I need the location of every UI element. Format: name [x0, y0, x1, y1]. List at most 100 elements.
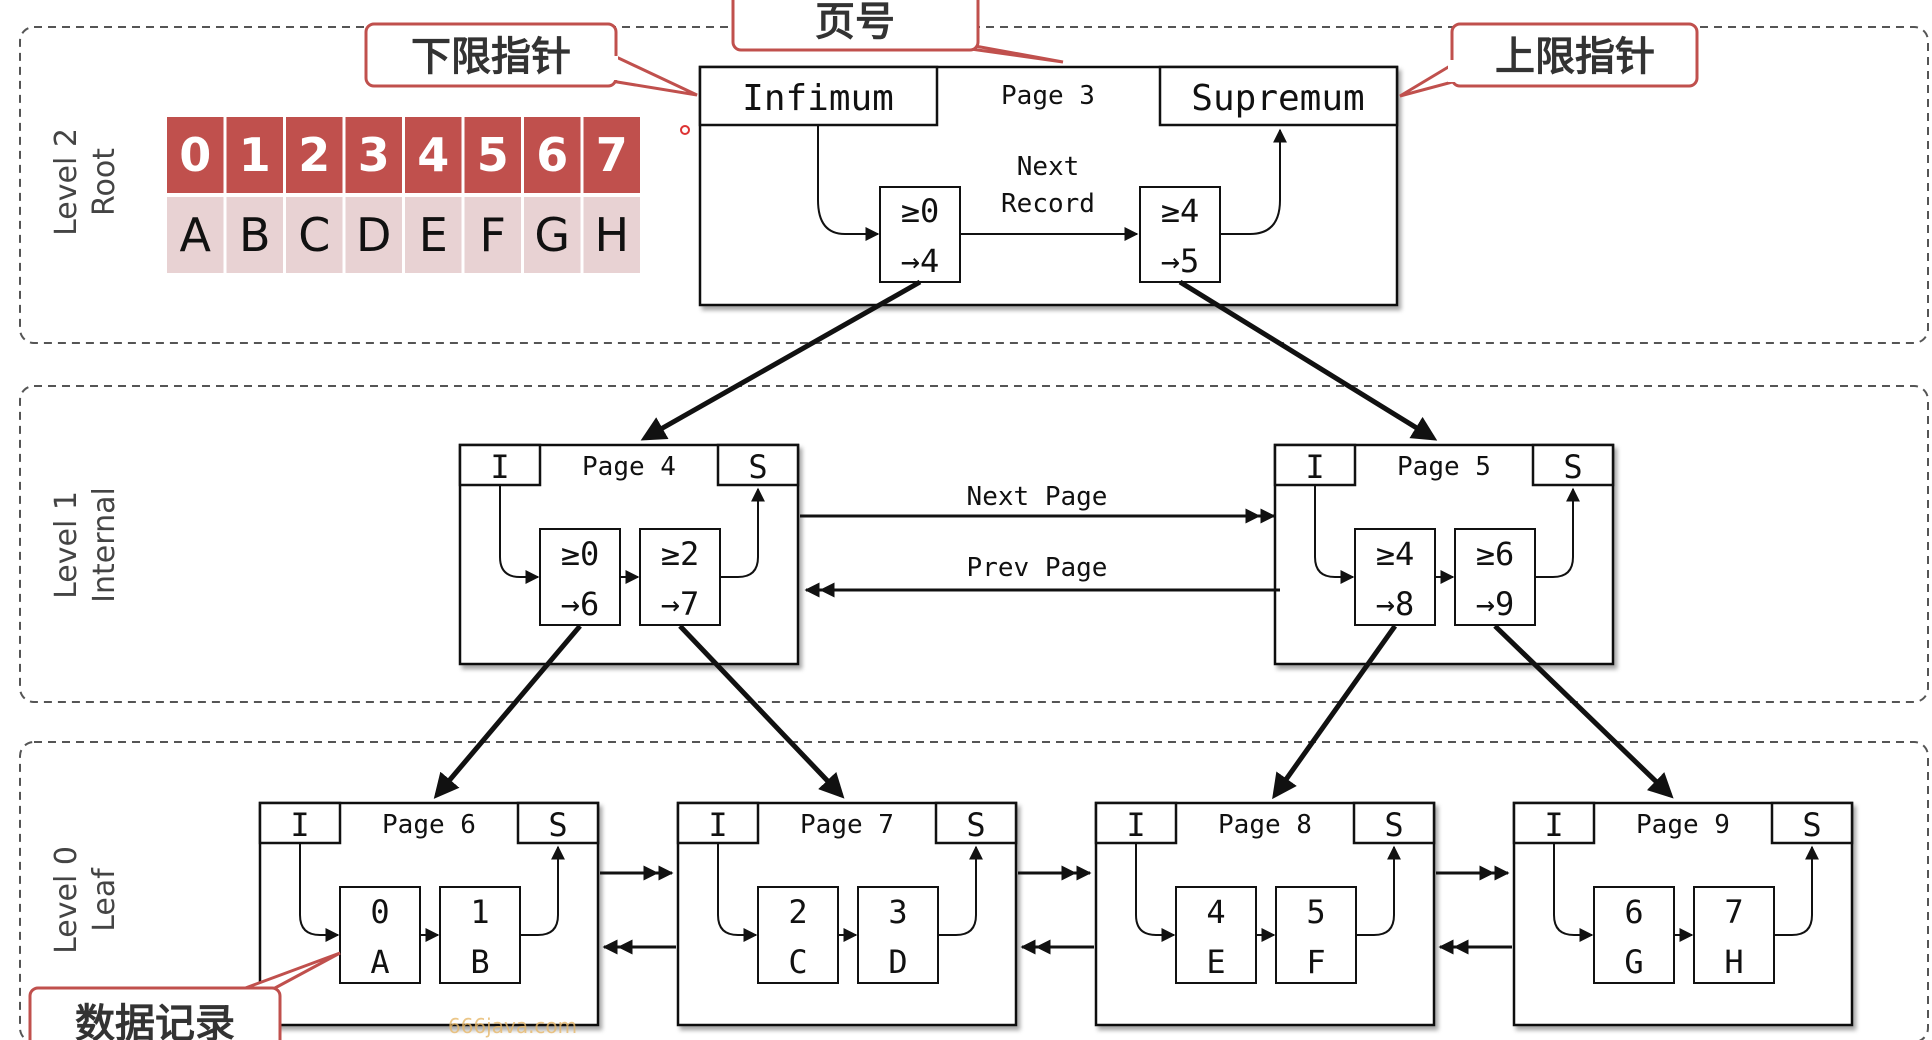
- record-to-supremum-arrow: [1356, 845, 1401, 936]
- record-key: ≥2: [661, 535, 700, 573]
- record-value: A: [370, 943, 389, 981]
- record: 7H: [1693, 886, 1775, 984]
- number-cell-label: 7: [596, 128, 628, 182]
- record: ≥4 →5: [1139, 186, 1221, 283]
- record-key: 2: [788, 893, 807, 931]
- infimum-to-record-arrow: [499, 485, 540, 584]
- letter-cell: [345, 197, 402, 273]
- prev-page-label: Prev Page: [967, 553, 1108, 583]
- record-to-supremum-arrow: [520, 845, 565, 936]
- letter-cell: [167, 197, 224, 273]
- next-record-label: Next: [1017, 152, 1080, 182]
- number-cell: [524, 117, 581, 193]
- record: ≥0→6: [539, 528, 621, 626]
- page-title: Page 7: [800, 810, 894, 840]
- letter-cell-label: D: [356, 208, 391, 262]
- record-child-pointer: →9: [1476, 585, 1515, 623]
- infimum-box: [1094, 801, 1178, 845]
- supremum-label: S: [1563, 448, 1582, 486]
- letter-cell-label: B: [239, 208, 271, 262]
- level-label-line2: Root: [87, 148, 122, 216]
- record-key: ≥4: [1376, 535, 1415, 573]
- record-key: 1: [470, 893, 489, 931]
- infimum-to-record-arrow: [1553, 843, 1594, 942]
- infimum-to-record-arrow: [717, 843, 758, 942]
- number-cell: [464, 117, 521, 193]
- edge-root-to-page4: [640, 279, 922, 441]
- infimum-box: [1273, 443, 1357, 487]
- record-key: 4: [1206, 893, 1225, 931]
- letter-cell-label: C: [298, 208, 330, 262]
- infimum-to-record-arrow: [1314, 485, 1355, 584]
- number-cell-label: 2: [298, 128, 330, 182]
- record: 6G: [1593, 886, 1675, 984]
- record-key: 6: [1624, 893, 1643, 931]
- level-label-line2: Internal: [87, 487, 122, 603]
- record-key: ≥0: [561, 535, 600, 573]
- letter-cell: [583, 197, 640, 273]
- internal-page-links: Next Page Prev Page: [800, 482, 1280, 598]
- callout-page-number: 页号: [731, 0, 1064, 64]
- record-value: E: [1206, 943, 1225, 981]
- number-cell-label: 4: [417, 128, 449, 182]
- record: ≥2→7: [639, 528, 721, 626]
- record: ≥0 →4: [879, 186, 961, 283]
- record-to-supremum-arrow: [938, 845, 983, 936]
- letter-cell: [524, 197, 581, 273]
- callout-text: 下限指针: [411, 34, 571, 80]
- record-key: ≥6: [1476, 535, 1515, 573]
- number-cell-label: 5: [477, 128, 509, 182]
- callout-data-record: 数据记录: [28, 951, 341, 1040]
- record-value: G: [1624, 943, 1643, 981]
- letter-cell: [464, 197, 521, 273]
- number-cell-label: 1: [239, 128, 271, 182]
- letter-cell: [405, 197, 462, 273]
- level-band-internal: [19, 385, 1929, 703]
- level-band-leaf: [19, 741, 1929, 1040]
- supremum-box: [1352, 801, 1436, 845]
- record-to-supremum-arrow: [1774, 845, 1819, 936]
- leaf-page-links: [600, 865, 1512, 955]
- record-to-supremum-arrow: [1535, 487, 1580, 578]
- number-cell-label: 3: [358, 128, 390, 182]
- level-label-leaf: Level 0 Leaf: [49, 846, 122, 954]
- root-page: Infimum Page 3 Supremum Next Record ≥0 →…: [698, 65, 1399, 307]
- record-key: 3: [888, 893, 907, 931]
- number-cell: [583, 117, 640, 193]
- record: 1B: [439, 886, 521, 984]
- number-cell: [405, 117, 462, 193]
- record: 3D: [857, 886, 939, 984]
- record-key: 0: [370, 893, 389, 931]
- number-cell-label: 0: [179, 128, 211, 182]
- page-title: Page 3: [1001, 81, 1095, 111]
- supremum-label: S: [1384, 806, 1403, 844]
- next-page-label: Next Page: [967, 482, 1108, 512]
- infimum-label: I: [708, 806, 727, 844]
- record: 5F: [1275, 886, 1357, 984]
- next-record-label: Record: [1001, 189, 1095, 219]
- record-child-pointer: →5: [1161, 242, 1200, 280]
- supremum-box: [716, 443, 800, 487]
- record: ≥4→8: [1354, 528, 1436, 626]
- level-label-root: Level 2 Root: [49, 128, 122, 236]
- record-to-supremum-arrow: [1220, 128, 1287, 235]
- record-child-pointer: →4: [901, 242, 940, 280]
- record-key: ≥0: [901, 192, 940, 230]
- level-label-line1: Level 1: [49, 491, 84, 599]
- level-label-internal: Level 1 Internal: [49, 487, 122, 603]
- page-title: Page 5: [1397, 452, 1491, 482]
- supremum-label: S: [966, 806, 985, 844]
- letter-cell-label: H: [594, 208, 629, 262]
- edge-page4-to-page6: [433, 624, 582, 799]
- record-value: F: [1306, 943, 1325, 981]
- number-cell: [345, 117, 402, 193]
- tree-edges: [433, 279, 1674, 800]
- record-to-supremum-arrow: [720, 487, 765, 578]
- infimum-box: [258, 801, 342, 845]
- record-value: D: [888, 943, 907, 981]
